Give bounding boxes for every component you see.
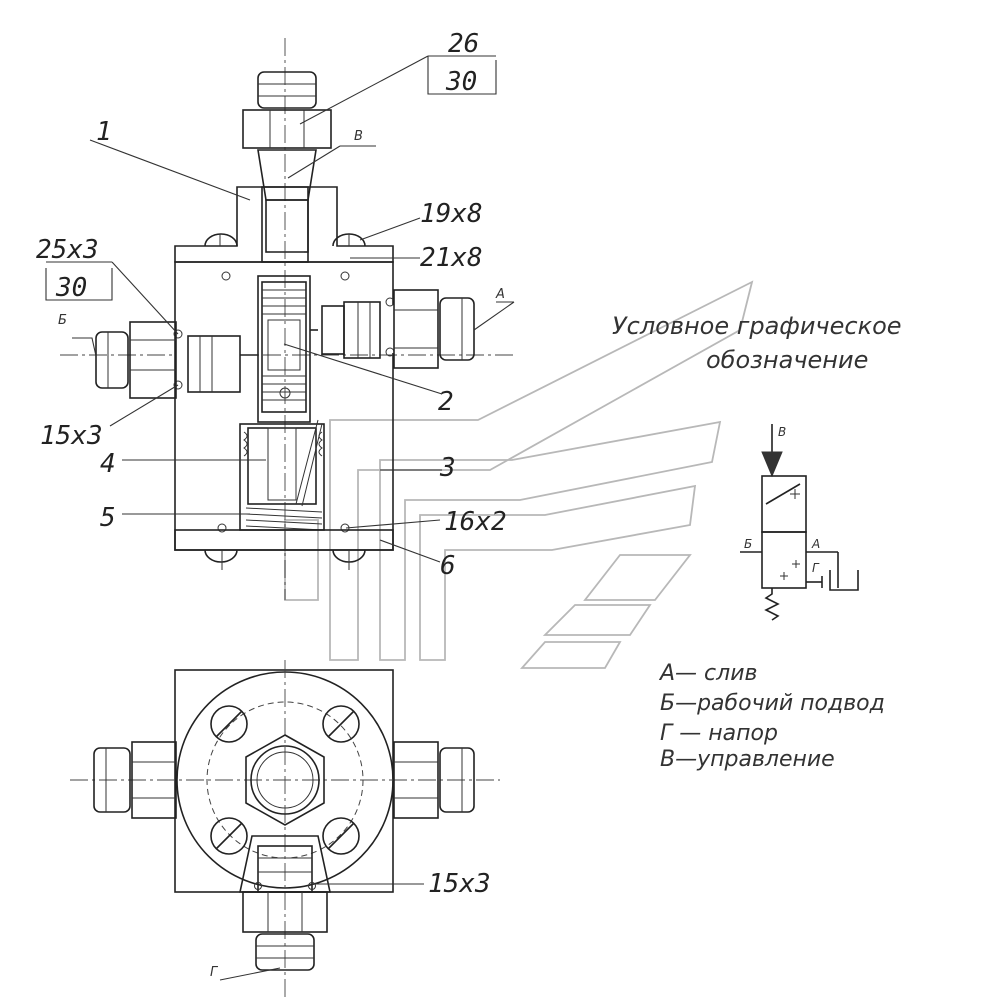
callout-30-left: 30: [55, 273, 87, 303]
legend: А— слив Б—рабочий подвод Г — напор В—упр…: [658, 661, 885, 772]
watermark-logo: [284, 280, 754, 669]
bolt-heads: [210, 705, 360, 855]
leader-lines: [45, 55, 515, 981]
symbol-port-g: Г: [812, 561, 820, 575]
callout-a: А: [495, 287, 505, 302]
callout-1: 1: [96, 117, 112, 147]
callout-v: В: [354, 129, 363, 144]
legend-item-v: В—управление: [660, 747, 835, 772]
hydraulic-symbol: Условное графическое обозначение В Б А Г: [612, 312, 902, 621]
symbol-port-b: Б: [744, 537, 752, 551]
callout-21x8: 21х8: [420, 243, 483, 273]
callout-2: 2: [438, 387, 454, 417]
callout-26: 26: [448, 29, 479, 59]
callout-15x3-bottom: 15х3: [428, 869, 491, 899]
callout-labels: 26 30 1 В 19х8 21х8 25х3 30 Б А 2 15х3 4…: [36, 29, 507, 980]
symbol-port-a: А: [811, 537, 820, 551]
callout-6: 6: [440, 551, 456, 581]
legend-item-g: Г — напор: [660, 721, 778, 746]
spring: [245, 419, 323, 531]
callout-5: 5: [100, 503, 116, 533]
symbol-title-line2: обозначение: [706, 346, 868, 374]
legend-item-a: А— слив: [658, 661, 757, 686]
callout-30-top: 30: [445, 67, 477, 97]
callout-19x8: 19х8: [420, 199, 483, 229]
callout-3: 3: [439, 453, 456, 483]
callout-g: Г: [210, 965, 219, 980]
section-view: [60, 38, 515, 600]
callout-25x3: 25х3: [36, 235, 99, 265]
callout-16x2: 16х2: [444, 507, 507, 537]
callout-15x3-left: 15х3: [40, 421, 103, 451]
legend-item-b: Б—рабочий подвод: [660, 691, 885, 716]
plan-view: [70, 660, 500, 1000]
plunger-ribs: [262, 289, 306, 401]
symbol-port-v: В: [778, 425, 786, 439]
symbol-title-line1: Условное графическое: [612, 312, 902, 340]
callout-b: Б: [58, 313, 67, 328]
callout-4: 4: [100, 449, 116, 479]
